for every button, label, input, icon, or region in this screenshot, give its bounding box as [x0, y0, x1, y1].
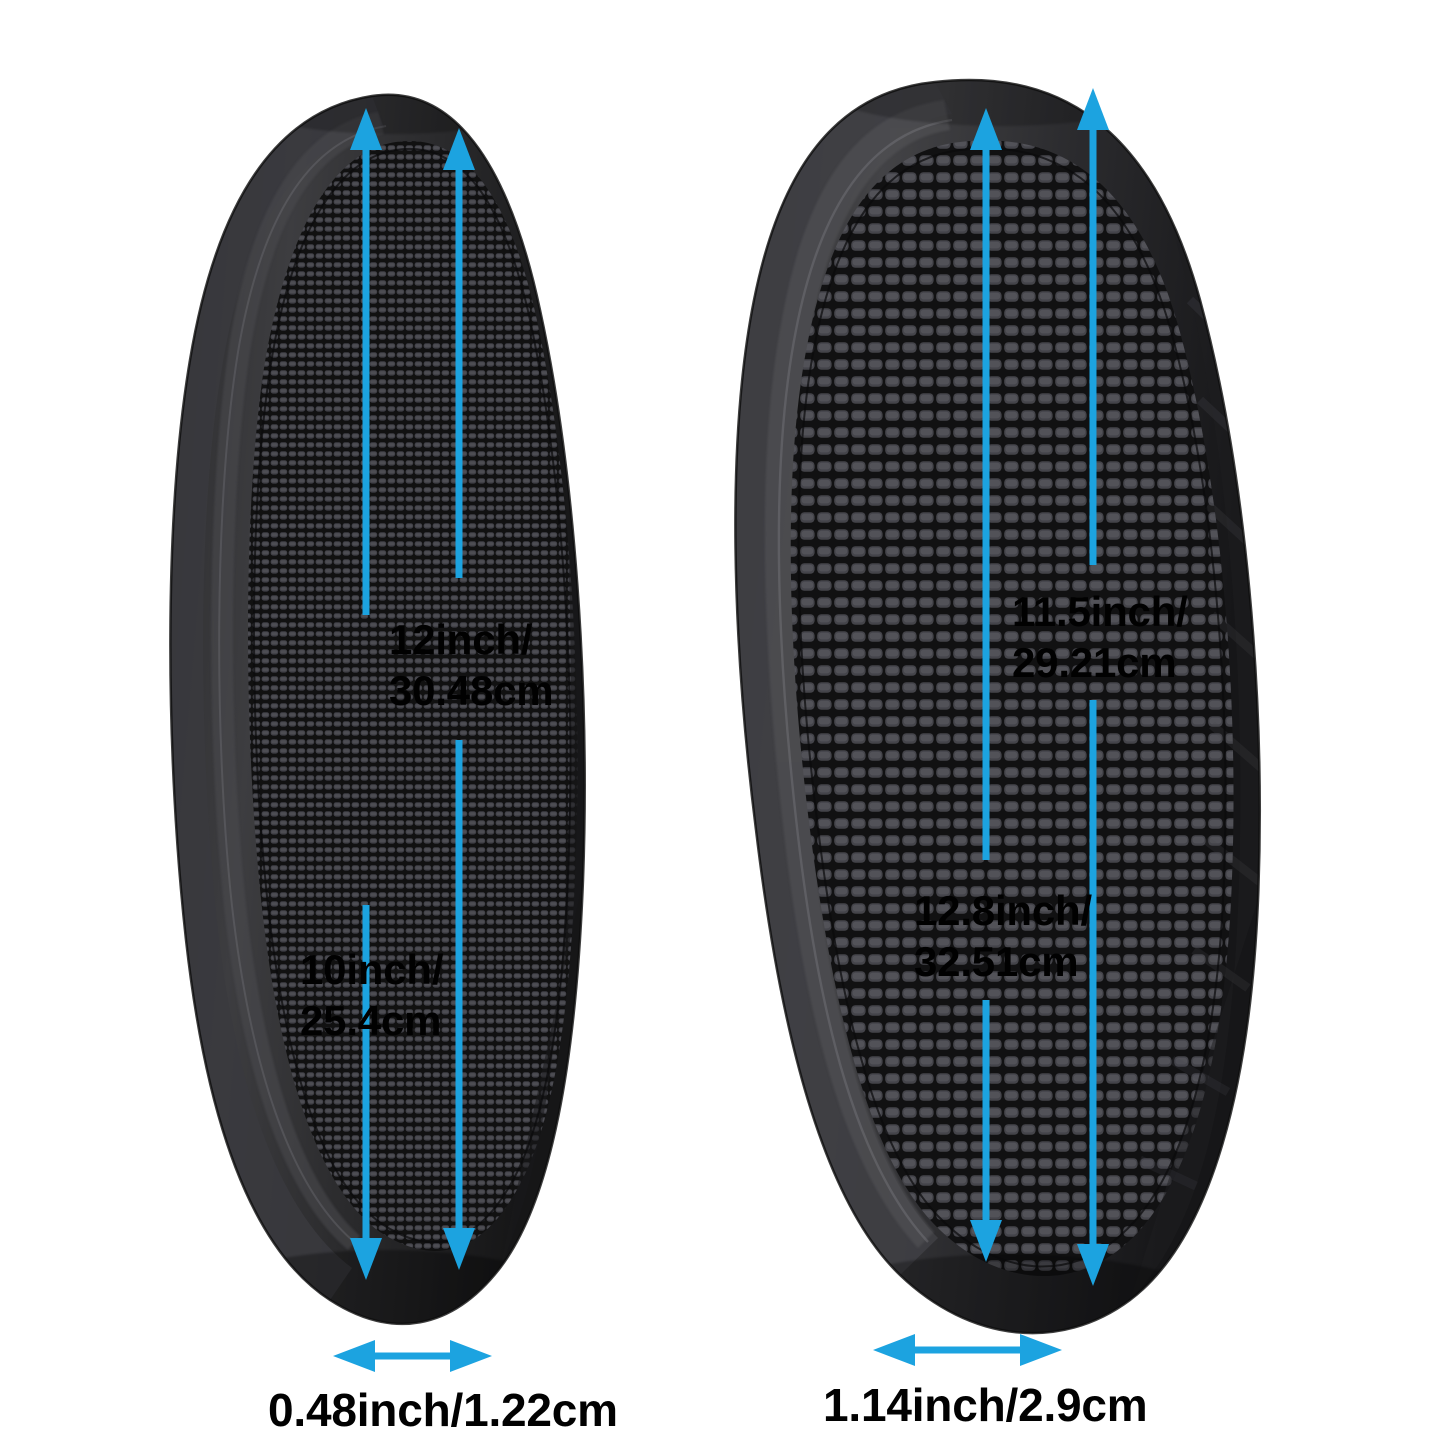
dimension-arrows [333, 88, 1109, 1372]
right-width-arrow [873, 1334, 1062, 1366]
left-belt-width-label: 0.48inch/1.22cm [268, 1384, 618, 1436]
left-inner-length-arrow [443, 128, 475, 1270]
right-outer-length-arrow [970, 108, 1002, 1262]
right-belt-width-label: 1.14inch/2.9cm [823, 1379, 1148, 1431]
left-outer-length-arrow [350, 108, 382, 1280]
left-width-arrow [333, 1340, 492, 1372]
left-belt-inner-length-label: 10inch/ 25.4cm [300, 946, 444, 1045]
left-belt-outer-length-label: 12inch/ 30.48cm [389, 616, 554, 715]
right-inner-length-arrow [1077, 88, 1109, 1286]
right-belt-inner-length-label: 12.8inch/ 32.51cm [914, 887, 1092, 986]
left-belt-graphic [169, 93, 586, 1326]
right-belt-outer-length-label: 11.5inch/ 29.21cm [1012, 588, 1188, 687]
right-belt-graphic [734, 78, 1261, 1335]
